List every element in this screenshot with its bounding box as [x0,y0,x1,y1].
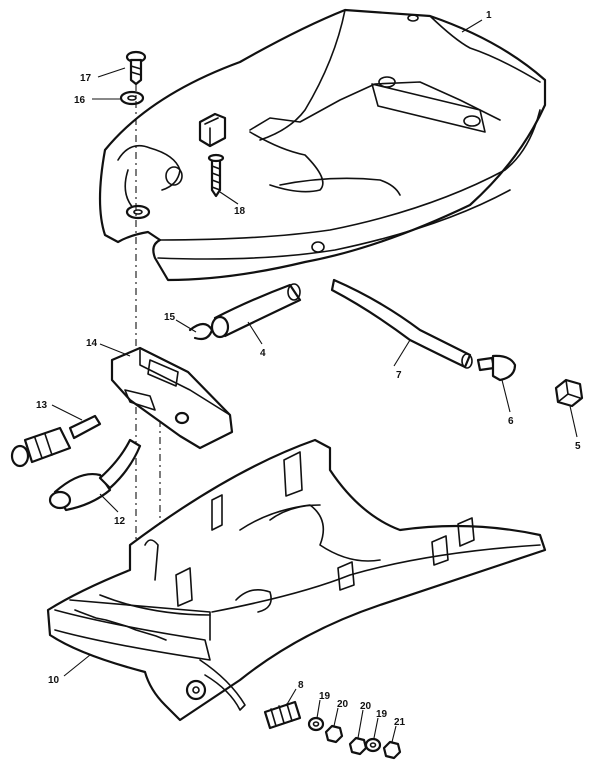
callout-15: 15 [164,312,176,323]
leader-17 [97,67,126,78]
callout-13: 13 [36,400,48,411]
leader-20b [357,709,364,739]
leader-20a [333,707,339,727]
leader-15 [175,319,197,333]
callout-14: 14 [86,338,98,349]
leader-7 [393,339,411,367]
callout-6: 6 [508,416,514,427]
part-8-stud [263,700,302,730]
leader-21 [391,725,397,743]
part-7-long-hose [330,278,473,369]
part-19-washer-b-hole [369,742,377,748]
callout-20b: 20 [360,701,372,712]
leader-19a [316,699,321,719]
part-14-bracket [110,346,234,450]
leader-8 [285,688,297,707]
leader-6 [501,379,511,413]
callout-19b: 19 [376,709,388,720]
part-19-washer-b [364,737,382,753]
part-5-fitting [554,378,584,408]
callout-7: 7 [396,370,402,381]
callout-8: 8 [298,680,304,691]
part-16-washer [119,90,145,106]
leader-4 [247,321,263,345]
leader-14 [99,343,131,357]
part-20-nut-b [348,736,368,756]
leader-18 [219,191,239,205]
callout-17: 17 [80,73,92,84]
cowl-mount-washer-hole [133,209,143,215]
part-12-boot [48,438,142,512]
part-20-nut-a [324,724,344,744]
callout-16: 16 [74,95,86,106]
callout-19a: 19 [319,691,331,702]
callout-12: 12 [114,516,126,527]
part-4-short-hose [210,283,302,339]
part-18-clip-and-screw [198,112,227,198]
callout-5: 5 [575,441,581,452]
callout-20a: 20 [337,699,349,710]
part-17-screw [125,50,147,86]
callout-4: 4 [260,348,266,359]
leader-10 [63,654,91,677]
leader-12 [99,493,119,513]
callout-1: 1 [486,10,492,21]
callout-10: 10 [48,675,60,686]
part-10-lower-cowl [46,438,547,722]
part-6-plug [476,354,517,382]
part-1-upper-cowl [98,8,547,282]
leader-19b [373,717,379,739]
part-15-hose-clamp [188,322,214,341]
leader-13 [51,404,83,421]
leader-5 [569,405,578,438]
cowl-mount-washer [125,204,151,220]
part-13-connector [10,414,102,468]
part-19-washer-a [307,716,325,732]
part-19-washer-a-hole [312,721,320,727]
leader-1 [461,19,483,33]
part-21-nut [382,740,402,760]
callout-18: 18 [234,206,246,217]
callout-21: 21 [394,717,406,728]
